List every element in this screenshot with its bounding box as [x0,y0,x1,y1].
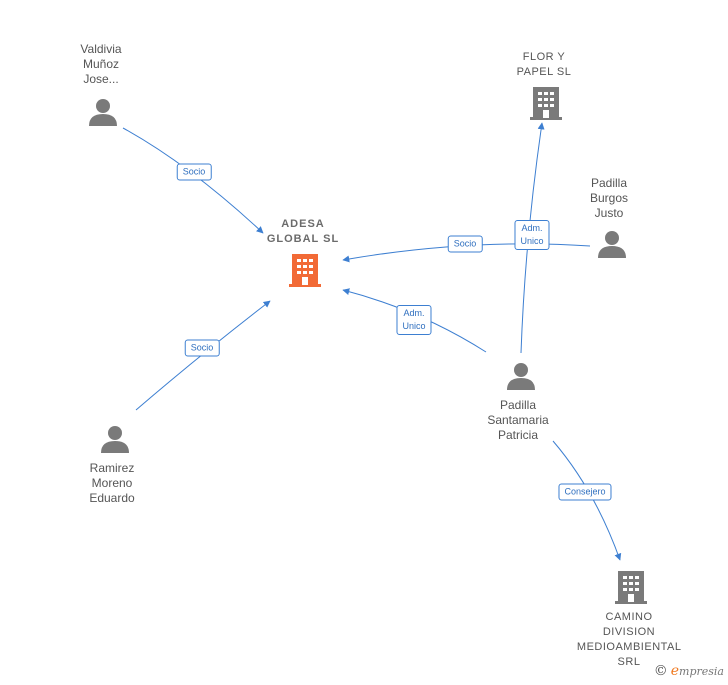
edge-label-socio: Socio [447,235,483,253]
edge-label-adm-unico: Adm. Unico [514,220,550,250]
node-label-padilla-santamaria: Padilla Santamaria Patricia [487,398,549,442]
node-label-adesa: ADESA GLOBAL SL [266,218,340,245]
building-icon[interactable] [289,252,321,288]
person-icon[interactable] [506,361,536,391]
person-icon[interactable] [100,424,130,454]
node-label-camino: CAMINO DIVISION MEDIOAMBIENTAL SRL [576,611,682,668]
edge-label-consejero: Consejero [558,483,612,501]
node-label-flor: FLOR Y PAPEL SL [516,51,572,78]
person-icon[interactable] [597,229,627,259]
node-label-ramirez: Ramirez Moreno Eduardo [89,461,135,505]
edge-label-socio: Socio [184,339,220,357]
brand-logo: ©empresia [653,663,724,679]
edge-padilla-santamaria-camino [552,440,622,561]
person-icon[interactable] [88,97,118,127]
node-label-padilla-burgos: Padilla Burgos Justo [589,176,629,220]
building-icon[interactable] [615,569,647,605]
node-label-valdivia: Valdivia Muñoz Jose... [80,42,122,86]
edge-valdivia-adesa [122,127,264,234]
edge-label-socio: Socio [176,163,212,181]
edge-label-adm-unico: Adm. Unico [396,305,432,335]
building-icon[interactable] [530,85,562,121]
